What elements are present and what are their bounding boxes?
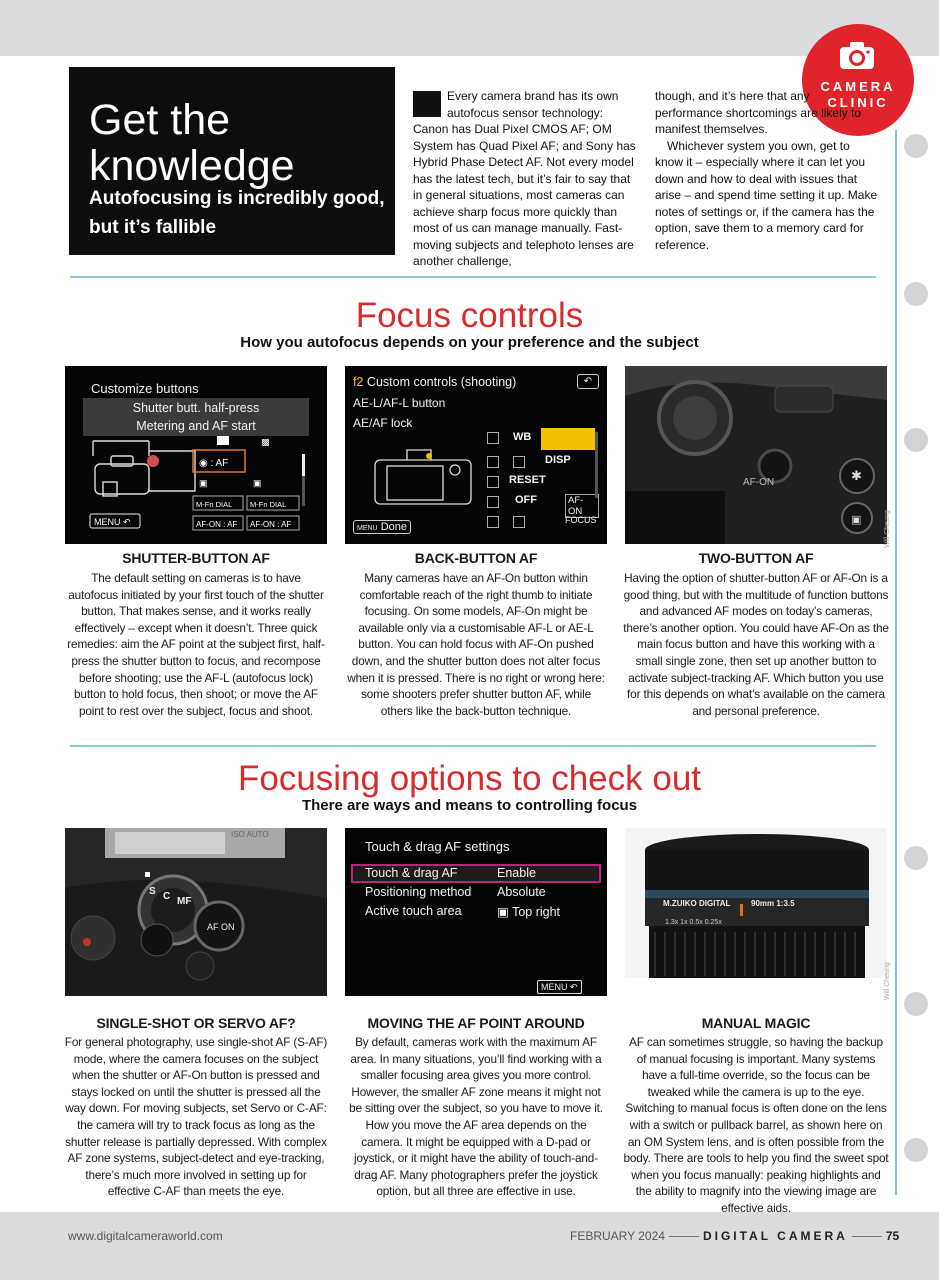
caption-body: Many cameras have an AF-On button within… bbox=[347, 571, 605, 718]
hero-subtitle: Autofocusing is incredibly good, but it’… bbox=[89, 188, 385, 238]
svg-text:M-Fn DIAL: M-Fn DIAL bbox=[250, 500, 286, 509]
intro-column-2: though, and it’s here that any performan… bbox=[655, 88, 880, 253]
divider bbox=[851, 1235, 882, 1237]
screen-title: f2 Custom controls (shooting) bbox=[353, 375, 517, 389]
camera-diagram: ▩ ◉ : AF ▣ ▣ M-Fn DIAL M-Fn DIAL AF-ON :… bbox=[89, 436, 305, 531]
focus-mode-dial-photo: S C MF AF ON ISO AUTO bbox=[65, 828, 327, 996]
caption-body: The default setting on cameras is to hav… bbox=[67, 571, 325, 718]
screen-line-2: AE/AF lock bbox=[353, 416, 413, 430]
lens-brand: M.ZUIKO DIGITAL bbox=[663, 899, 731, 908]
bottom-margin-bar bbox=[0, 1212, 939, 1280]
menu-hint: MENU ↶ bbox=[537, 980, 582, 994]
section-rule bbox=[70, 745, 876, 747]
camera-clinic-badge: CAMERA CLINIC bbox=[802, 24, 914, 136]
intro-text-2a: though, and it’s here that any performan… bbox=[655, 89, 862, 136]
photo-credit: Will Cheung bbox=[884, 510, 891, 548]
lcd-label: ISO AUTO bbox=[231, 830, 269, 839]
caption-body: AF can sometimes struggle, so having the… bbox=[623, 1035, 889, 1215]
binder-hole bbox=[904, 992, 928, 1016]
back-icon: ↶ bbox=[577, 374, 599, 389]
svg-text:◉ : AF: ◉ : AF bbox=[199, 458, 228, 469]
caption-heading: MANUAL MAGIC bbox=[701, 1015, 811, 1031]
camera-diagram bbox=[374, 449, 472, 505]
badge-line-1: CAMERA bbox=[820, 79, 896, 94]
touch-drag-af-screen: Touch & drag AF settings Touch & drag AF… bbox=[345, 828, 607, 996]
svg-text:▩: ▩ bbox=[261, 438, 270, 448]
lens-photo: 1.3x 1x 0.5x 0.25x M.ZUIKO DIGITAL 90mm … bbox=[625, 828, 887, 996]
dial-c-label: C bbox=[163, 891, 171, 902]
caption-body: For general photography, use single-shot… bbox=[64, 1035, 328, 1199]
camera-back-photo: ✱ ▣ AF-ON bbox=[625, 366, 887, 544]
margin-rule bbox=[895, 130, 897, 1195]
caption-heading: TWO-BUTTON AF bbox=[698, 550, 814, 566]
screen-title: Customize buttons bbox=[91, 381, 199, 396]
svg-text:▣: ▣ bbox=[199, 478, 208, 488]
camera-icon bbox=[840, 42, 874, 69]
caption-heading: SHUTTER-BUTTON AF bbox=[122, 550, 270, 566]
svg-text:MENU ↶: MENU ↶ bbox=[94, 517, 131, 527]
screen-area-icon: ▣ bbox=[497, 905, 509, 919]
svg-text:1.3x 1x 0.5x 0.25x: 1.3x 1x 0.5x 0.25x bbox=[665, 919, 722, 926]
focus-options-title: Focusing options to check out bbox=[237, 759, 702, 798]
screen-line-2: Metering and AF start bbox=[136, 419, 256, 433]
screen-line-1: Shutter butt. half-press bbox=[132, 401, 260, 415]
svg-text:✱: ✱ bbox=[851, 469, 862, 484]
setting-label: Positioning method bbox=[365, 885, 472, 899]
binder-hole bbox=[904, 1138, 928, 1162]
footer-folio: FEBRUARY 2024 DIGITAL CAMERA 75 bbox=[570, 1229, 899, 1243]
dial-s-label: S bbox=[149, 886, 156, 897]
binder-hole bbox=[904, 846, 928, 870]
binder-hole bbox=[904, 428, 928, 452]
page-number: 75 bbox=[885, 1229, 900, 1243]
svg-text:AF-ON : AF: AF-ON : AF bbox=[250, 520, 291, 529]
photo-credit: Will Cheung bbox=[884, 962, 891, 1000]
setting-value: Absolute bbox=[497, 885, 546, 899]
footer-url: www.digitalcameraworld.com bbox=[68, 1229, 223, 1243]
binder-hole bbox=[904, 134, 928, 158]
drop-square bbox=[413, 91, 441, 117]
setting-label: Active touch area bbox=[365, 904, 462, 918]
intro-column-1: Every camera brand has its own autofocus… bbox=[413, 88, 639, 270]
top-margin-bar bbox=[0, 0, 939, 56]
screen-title: Touch & drag AF settings bbox=[365, 839, 510, 854]
afon-label: AF-ON bbox=[743, 477, 775, 488]
lens-spec: 90mm 1:3.5 bbox=[751, 899, 795, 908]
setting-value: ▣ Top right bbox=[497, 905, 561, 919]
camera-body-drawing: ✱ ▣ bbox=[625, 366, 887, 544]
section-rule bbox=[70, 276, 876, 278]
hero-title: Get the knowledge bbox=[89, 96, 295, 190]
hero-box: Get the knowledge Autofocusing is incred… bbox=[69, 67, 395, 255]
focus-controls-subtitle: How you autofocus depends on your prefer… bbox=[240, 334, 699, 351]
focus-controls-title: Focus controls bbox=[355, 296, 584, 335]
svg-text:AF-ON : AF: AF-ON : AF bbox=[196, 520, 237, 529]
intro-text-1: Every camera brand has its own autofocus… bbox=[413, 89, 636, 268]
setting-label: Touch & drag AF bbox=[365, 866, 458, 880]
setting-value: Enable bbox=[497, 866, 536, 880]
svg-text:▣: ▣ bbox=[253, 478, 262, 488]
nikon-custom-controls-screen: f2 Custom controls (shooting) ↶ AE-L/AF-… bbox=[345, 366, 607, 544]
lens-drawing: 1.3x 1x 0.5x 0.25x bbox=[625, 828, 887, 996]
focus-options-subtitle: There are ways and means to controlling … bbox=[301, 797, 638, 814]
caption-heading: MOVING THE AF POINT AROUND bbox=[367, 1015, 585, 1031]
caption-body: By default, cameras work with the maximu… bbox=[349, 1035, 603, 1199]
binder-hole bbox=[904, 282, 928, 306]
divider bbox=[668, 1235, 699, 1237]
caption-body: Having the option of shutter-button AF o… bbox=[623, 571, 889, 718]
done-button-hint: MENU Done bbox=[353, 520, 411, 534]
issue-date: FEBRUARY 2024 bbox=[570, 1229, 665, 1243]
caption-heading: SINGLE-SHOT OR SERVO AF? bbox=[96, 1015, 296, 1031]
caption-heading: BACK-BUTTON AF bbox=[414, 550, 538, 566]
camera-top-drawing bbox=[65, 828, 327, 996]
dial-mf-label: MF bbox=[177, 896, 192, 907]
svg-text:▣: ▣ bbox=[851, 513, 861, 526]
screen-line-1: AE-L/AF-L button bbox=[353, 396, 446, 410]
canon-customize-buttons-screen: Customize buttons Shutter butt. half-pre… bbox=[65, 366, 327, 544]
svg-text:M-Fn DIAL: M-Fn DIAL bbox=[196, 500, 232, 509]
badge-line-2: CLINIC bbox=[827, 95, 889, 110]
afon-label: AF ON bbox=[207, 922, 235, 932]
magazine-name: DIGITAL CAMERA bbox=[702, 1229, 848, 1243]
intro-text-2b: Whichever system you own, get to know it… bbox=[655, 138, 878, 252]
